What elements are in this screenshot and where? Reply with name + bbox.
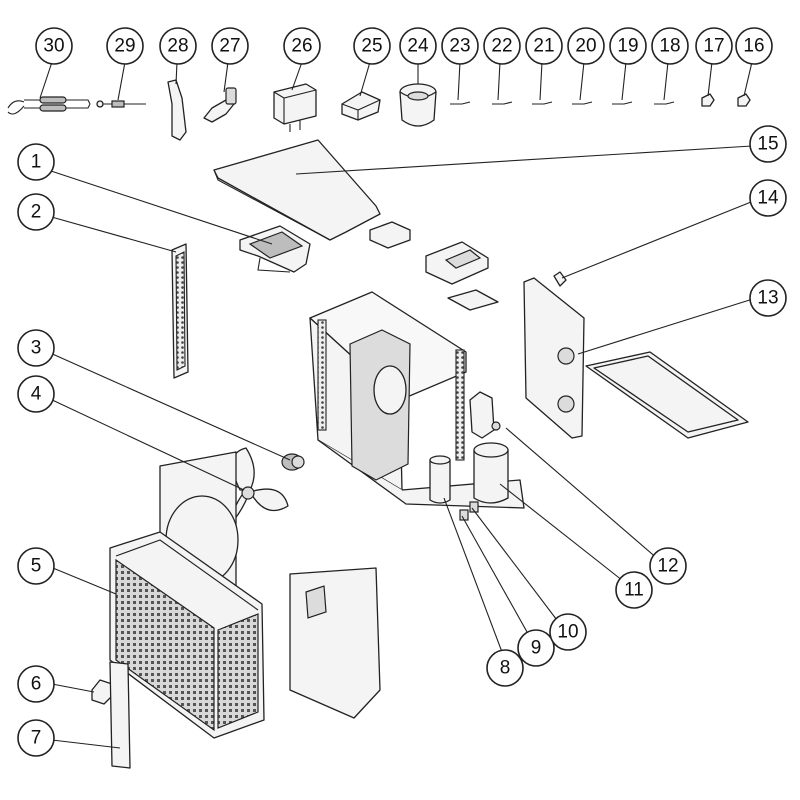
part-13-base-tray <box>585 351 749 439</box>
callout-1-number: 1 <box>31 152 42 173</box>
part-12-pipe <box>469 391 501 439</box>
part-25-rubber-pad <box>341 91 381 121</box>
callout-20: 20 <box>567 27 605 65</box>
callout-20-number: 20 <box>575 36 596 57</box>
part-21-sensor <box>532 101 553 105</box>
callout-22: 22 <box>483 27 521 65</box>
part-30-wire-harness <box>7 96 91 115</box>
part-14-clip <box>553 271 567 287</box>
callout-27-number: 27 <box>219 36 240 57</box>
part-22-sensor <box>492 101 513 105</box>
side-panel-back <box>523 277 585 439</box>
callout-14: 14 <box>749 179 787 217</box>
callout-23: 23 <box>441 27 479 65</box>
callout-9: 9 <box>517 629 555 667</box>
cover-plate <box>447 289 499 311</box>
part-5-housing <box>109 531 265 739</box>
part-18-sensor <box>654 101 675 105</box>
part-20-sensor <box>572 101 593 105</box>
part-8-accumulator <box>429 455 451 504</box>
callout-23-number: 23 <box>449 36 470 57</box>
callout-14-number: 14 <box>757 188 779 209</box>
callout-2-number: 2 <box>31 202 42 223</box>
callout-3-number: 3 <box>31 338 42 359</box>
callout-22-number: 22 <box>491 36 512 57</box>
callout-25-number: 25 <box>361 36 382 57</box>
callout-16-number: 16 <box>743 36 764 57</box>
callout-9-number: 9 <box>531 638 542 659</box>
callout-28-number: 28 <box>167 36 188 57</box>
callout-15: 15 <box>749 125 787 163</box>
leader-lines <box>39 61 757 749</box>
bracket-top <box>369 221 411 249</box>
callout-21: 21 <box>525 27 563 65</box>
callout-7-number: 7 <box>31 728 42 749</box>
part-24-motor-hub <box>399 83 437 127</box>
callout-4-number: 4 <box>31 384 42 405</box>
callout-26: 26 <box>283 27 321 65</box>
part-19-sensor <box>612 101 633 105</box>
part-2-side-grille <box>171 243 189 379</box>
callout-27: 27 <box>211 27 249 65</box>
callout-3: 3 <box>17 329 55 367</box>
callout-8-number: 8 <box>500 658 511 679</box>
callout-6-number: 6 <box>31 674 42 695</box>
callout-12-number: 12 <box>657 556 678 577</box>
callout-10: 10 <box>549 613 587 651</box>
callout-17: 17 <box>695 27 733 65</box>
callout-2: 2 <box>17 193 55 231</box>
side-access-panel <box>289 567 381 719</box>
callout-17-number: 17 <box>703 36 724 57</box>
callout-4: 4 <box>17 375 55 413</box>
callout-5: 5 <box>17 547 55 585</box>
part-10-valve <box>469 501 479 513</box>
electrical-box <box>425 241 489 285</box>
part-3-fan-motor <box>281 453 305 471</box>
callout-29-number: 29 <box>114 36 135 57</box>
part-15-top-cover <box>213 139 381 241</box>
callout-19-number: 19 <box>617 36 638 57</box>
callout-5-number: 5 <box>31 556 42 577</box>
callout-30: 30 <box>35 27 73 65</box>
callout-24: 24 <box>399 27 437 65</box>
callout-28: 28 <box>159 27 197 65</box>
callout-19: 19 <box>609 27 647 65</box>
callout-11-number: 11 <box>624 580 644 601</box>
callout-18-number: 18 <box>659 36 680 57</box>
part-28-hose <box>167 79 187 141</box>
callout-24-number: 24 <box>407 36 429 57</box>
callout-30-number: 30 <box>43 36 64 57</box>
part-6-knob <box>91 679 113 705</box>
part-29-probe <box>96 100 146 108</box>
callout-16: 16 <box>735 27 773 65</box>
part-26-capacitor <box>273 83 317 132</box>
callout-1: 1 <box>17 143 55 181</box>
callout-29: 29 <box>106 27 144 65</box>
callout-12: 12 <box>649 547 687 585</box>
callout-11: 11 <box>615 571 653 609</box>
part-27-drain-valve <box>203 87 237 123</box>
callout-7: 7 <box>17 719 55 757</box>
callout-6: 6 <box>17 665 55 703</box>
callout-26-number: 26 <box>291 36 312 57</box>
callout-8: 8 <box>486 649 524 687</box>
callout-10-number: 10 <box>557 622 578 643</box>
callout-25: 25 <box>353 27 391 65</box>
callout-15-number: 15 <box>757 134 778 155</box>
callout-18: 18 <box>651 27 689 65</box>
callout-13: 13 <box>749 279 787 317</box>
callout-13-number: 13 <box>757 288 778 309</box>
callout-21-number: 21 <box>533 36 554 57</box>
part-11-compressor <box>473 442 509 504</box>
part-4-fan-blade <box>231 447 289 521</box>
part-7-cover-strip <box>109 661 131 769</box>
part-23-sensor <box>450 101 471 105</box>
part-1-controller <box>239 225 311 273</box>
